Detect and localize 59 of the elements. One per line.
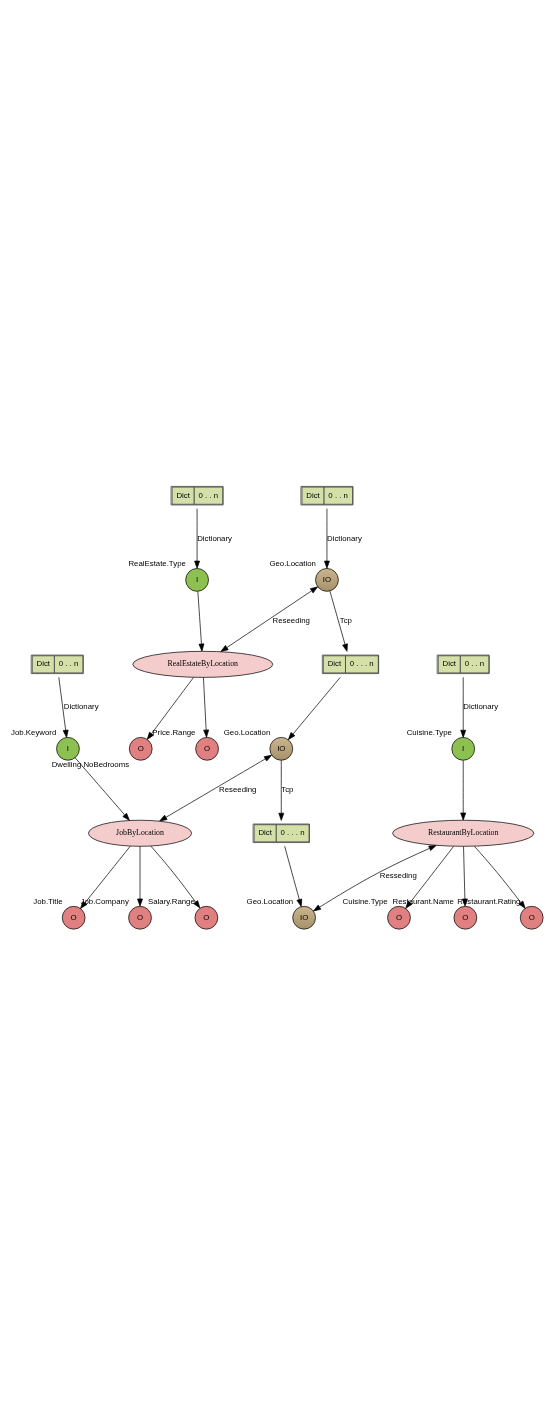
- node-label: Geo.Location: [269, 559, 316, 569]
- node-circle: O: [195, 737, 219, 761]
- arrow: [220, 586, 318, 652]
- edge-label: Dictionary: [327, 533, 362, 543]
- node-ellipse: JobByLocation: [88, 819, 192, 847]
- node-ellipse: RestaurantByLocation: [392, 819, 535, 847]
- node-label: Cuisine.Type: [406, 728, 452, 738]
- arrow: [146, 677, 194, 740]
- edge-label: Reseeding: [219, 785, 257, 795]
- arrow: [405, 846, 454, 909]
- edge-label: Reseeding: [272, 616, 310, 626]
- node-label: Job.Company: [80, 897, 129, 907]
- arrow: [194, 508, 200, 569]
- arrow: [313, 845, 437, 912]
- node-circle: O: [194, 905, 219, 930]
- node-label: Salary.Range: [147, 897, 195, 907]
- arrow: [197, 591, 205, 652]
- edge-label: Dictionary: [197, 533, 232, 543]
- node-circle: O: [128, 905, 152, 930]
- node-label: Job.Title: [33, 897, 63, 907]
- node-circle: I: [56, 737, 80, 761]
- arrow: [137, 846, 143, 907]
- arrow: [74, 757, 130, 821]
- node-circle: O: [387, 905, 411, 930]
- node-label: RealEstate.Type: [128, 559, 186, 569]
- node-label: Geo.Location: [223, 728, 271, 738]
- node-circle: O: [519, 905, 544, 930]
- edge-label: Resseding: [379, 871, 417, 881]
- arrow: [278, 760, 285, 821]
- edge-label: Tcp: [281, 785, 294, 795]
- node-label: Restaurant.Name: [392, 897, 454, 907]
- node-circle: O: [61, 905, 86, 930]
- arrow: [284, 845, 303, 907]
- arrow: [58, 676, 69, 738]
- node-label: Cuisine.Type: [342, 897, 388, 907]
- node-label: Dwelling.NoBedrooms: [51, 759, 130, 769]
- edge-label: Tcp: [339, 616, 352, 626]
- node-label: Geo.Location: [246, 897, 294, 907]
- node-ellipse: RealEstateByLocation: [132, 650, 274, 678]
- node-circle: O: [453, 905, 478, 930]
- arrow: [460, 760, 467, 821]
- arrow: [288, 676, 341, 740]
- node-circle: IO: [269, 737, 294, 761]
- arrow: [159, 754, 272, 822]
- arrow: [80, 845, 131, 909]
- arrow: [203, 677, 209, 738]
- node-circle: I: [185, 568, 209, 592]
- node-label: Job.Keyword: [11, 728, 57, 738]
- node-circle: IO: [292, 905, 316, 930]
- node-label: Price.Range: [152, 728, 196, 738]
- node-circle: I: [451, 737, 475, 761]
- arrow: [324, 508, 330, 569]
- node-circle: IO: [315, 568, 339, 592]
- edge-label: Dictionary: [63, 702, 99, 712]
- arrow: [460, 676, 467, 738]
- edge-label: Dictionary: [463, 702, 499, 712]
- arrow: [150, 845, 201, 909]
- arrow: [329, 590, 348, 652]
- node-circle: O: [128, 737, 153, 761]
